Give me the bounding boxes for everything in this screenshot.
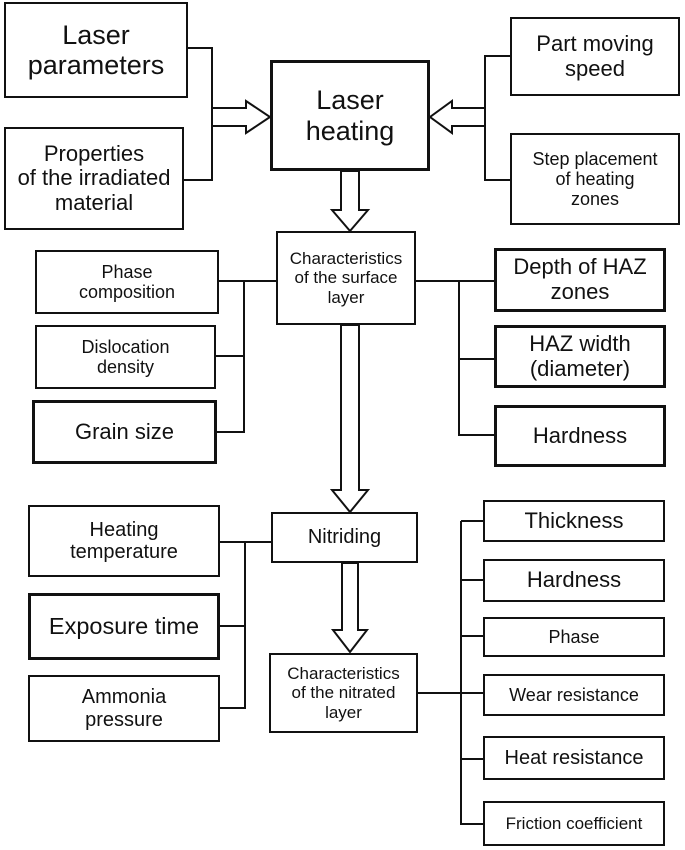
connector-part-speed <box>484 55 510 181</box>
phase-box: Phase <box>483 617 665 657</box>
dislocation-density-box: Dislocation density <box>35 325 216 389</box>
connector-nitriding-bus <box>220 542 246 709</box>
ammonia-pressure-box: Ammonia pressure <box>28 675 220 742</box>
arrow-down-to-nitriding <box>329 324 371 514</box>
nitrated-layer-characteristics-box: Characteristics of the nitrated layer <box>269 653 418 733</box>
irradiated-material-box: Properties of the irradiated material <box>4 127 184 230</box>
arrow-down-to-nitrated-layer <box>330 562 370 654</box>
nitrated-hardness-box: Hardness <box>483 559 665 602</box>
laser-parameters-box: Laser parameters <box>4 2 188 98</box>
arrow-left-to-laser-heating <box>428 99 486 135</box>
friction-coefficient-box: Friction coefficient <box>483 801 665 846</box>
connector-surface-left-bus <box>217 281 245 433</box>
heat-resistance-box: Heat resistance <box>483 736 665 780</box>
haz-width-box: HAZ width (diameter) <box>494 325 666 388</box>
exposure-time-box: Exposure time <box>28 593 220 660</box>
wear-resistance-box: Wear resistance <box>483 674 665 716</box>
grain-size-box: Grain size <box>32 400 217 464</box>
thickness-box: Thickness <box>483 500 665 542</box>
heating-temperature-box: Heating temperature <box>28 505 220 577</box>
step-placement-box: Step placement of heating zones <box>510 133 680 225</box>
connector-surface-right-bus <box>458 281 494 436</box>
nitriding-box: Nitriding <box>271 512 418 563</box>
arrow-down-to-surface-layer <box>329 170 371 233</box>
surface-layer-characteristics-box: Characteristics of the surface layer <box>276 231 416 325</box>
laser-heating-box: Laser heating <box>270 60 430 171</box>
arrow-right-to-laser-heating <box>211 99 272 135</box>
part-moving-speed-box: Part moving speed <box>510 17 680 96</box>
haz-depth-box: Depth of HAZ zones <box>494 248 666 312</box>
phase-composition-box: Phase composition <box>35 250 219 314</box>
surface-hardness-box: Hardness <box>494 405 666 467</box>
connector-laser-parameters <box>184 47 213 181</box>
connector-nitrated-bus <box>460 521 483 825</box>
